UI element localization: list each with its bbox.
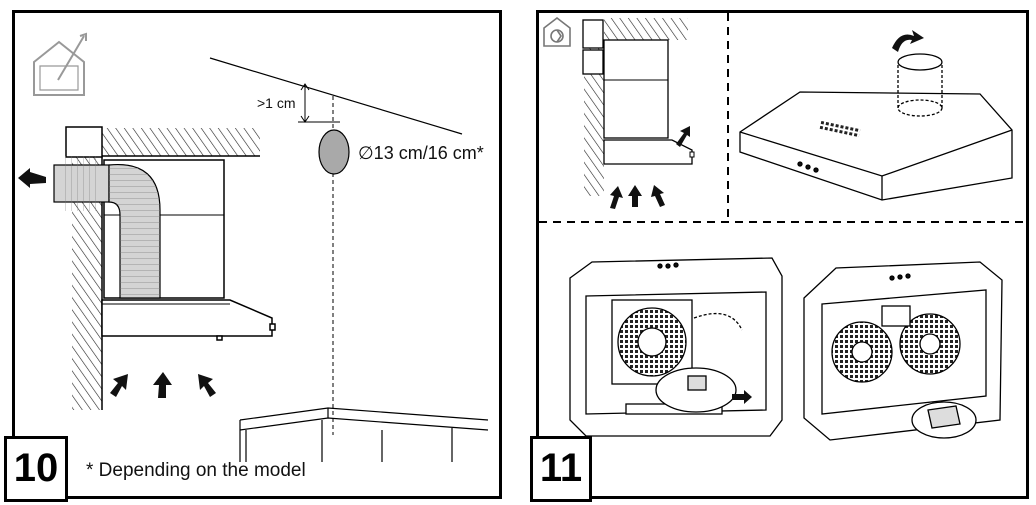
recirculation-house-icon [543,16,571,47]
step-number-11: 11 [530,436,592,502]
kitchen-counter [239,407,489,462]
chimney-cover [103,159,225,299]
slide-arrow-icon [732,390,752,404]
wall-hole [318,129,350,175]
airflow-arrows-icon [110,372,216,398]
step-number-10: 10 [4,436,68,502]
exhaust-arrow-icon [18,168,46,188]
hood-interior-twin-motors [803,261,1003,441]
flexible-duct [53,156,161,299]
recirculation-hood-side-view [582,18,695,209]
outdoor-exhaust-house-icon [33,32,87,96]
hood-interior-motor-left [569,257,783,437]
footnote: * Depending on the model [86,460,306,481]
diameter-label: ∅13 cm/16 cm* [358,143,484,163]
hood-top-view [739,30,1013,201]
cooker-hood [101,299,276,341]
rotate-arrow-icon [892,30,924,52]
section-dividers [539,13,1026,223]
ceiling-line [209,57,463,135]
clearance-label: >1 cm [257,95,296,111]
